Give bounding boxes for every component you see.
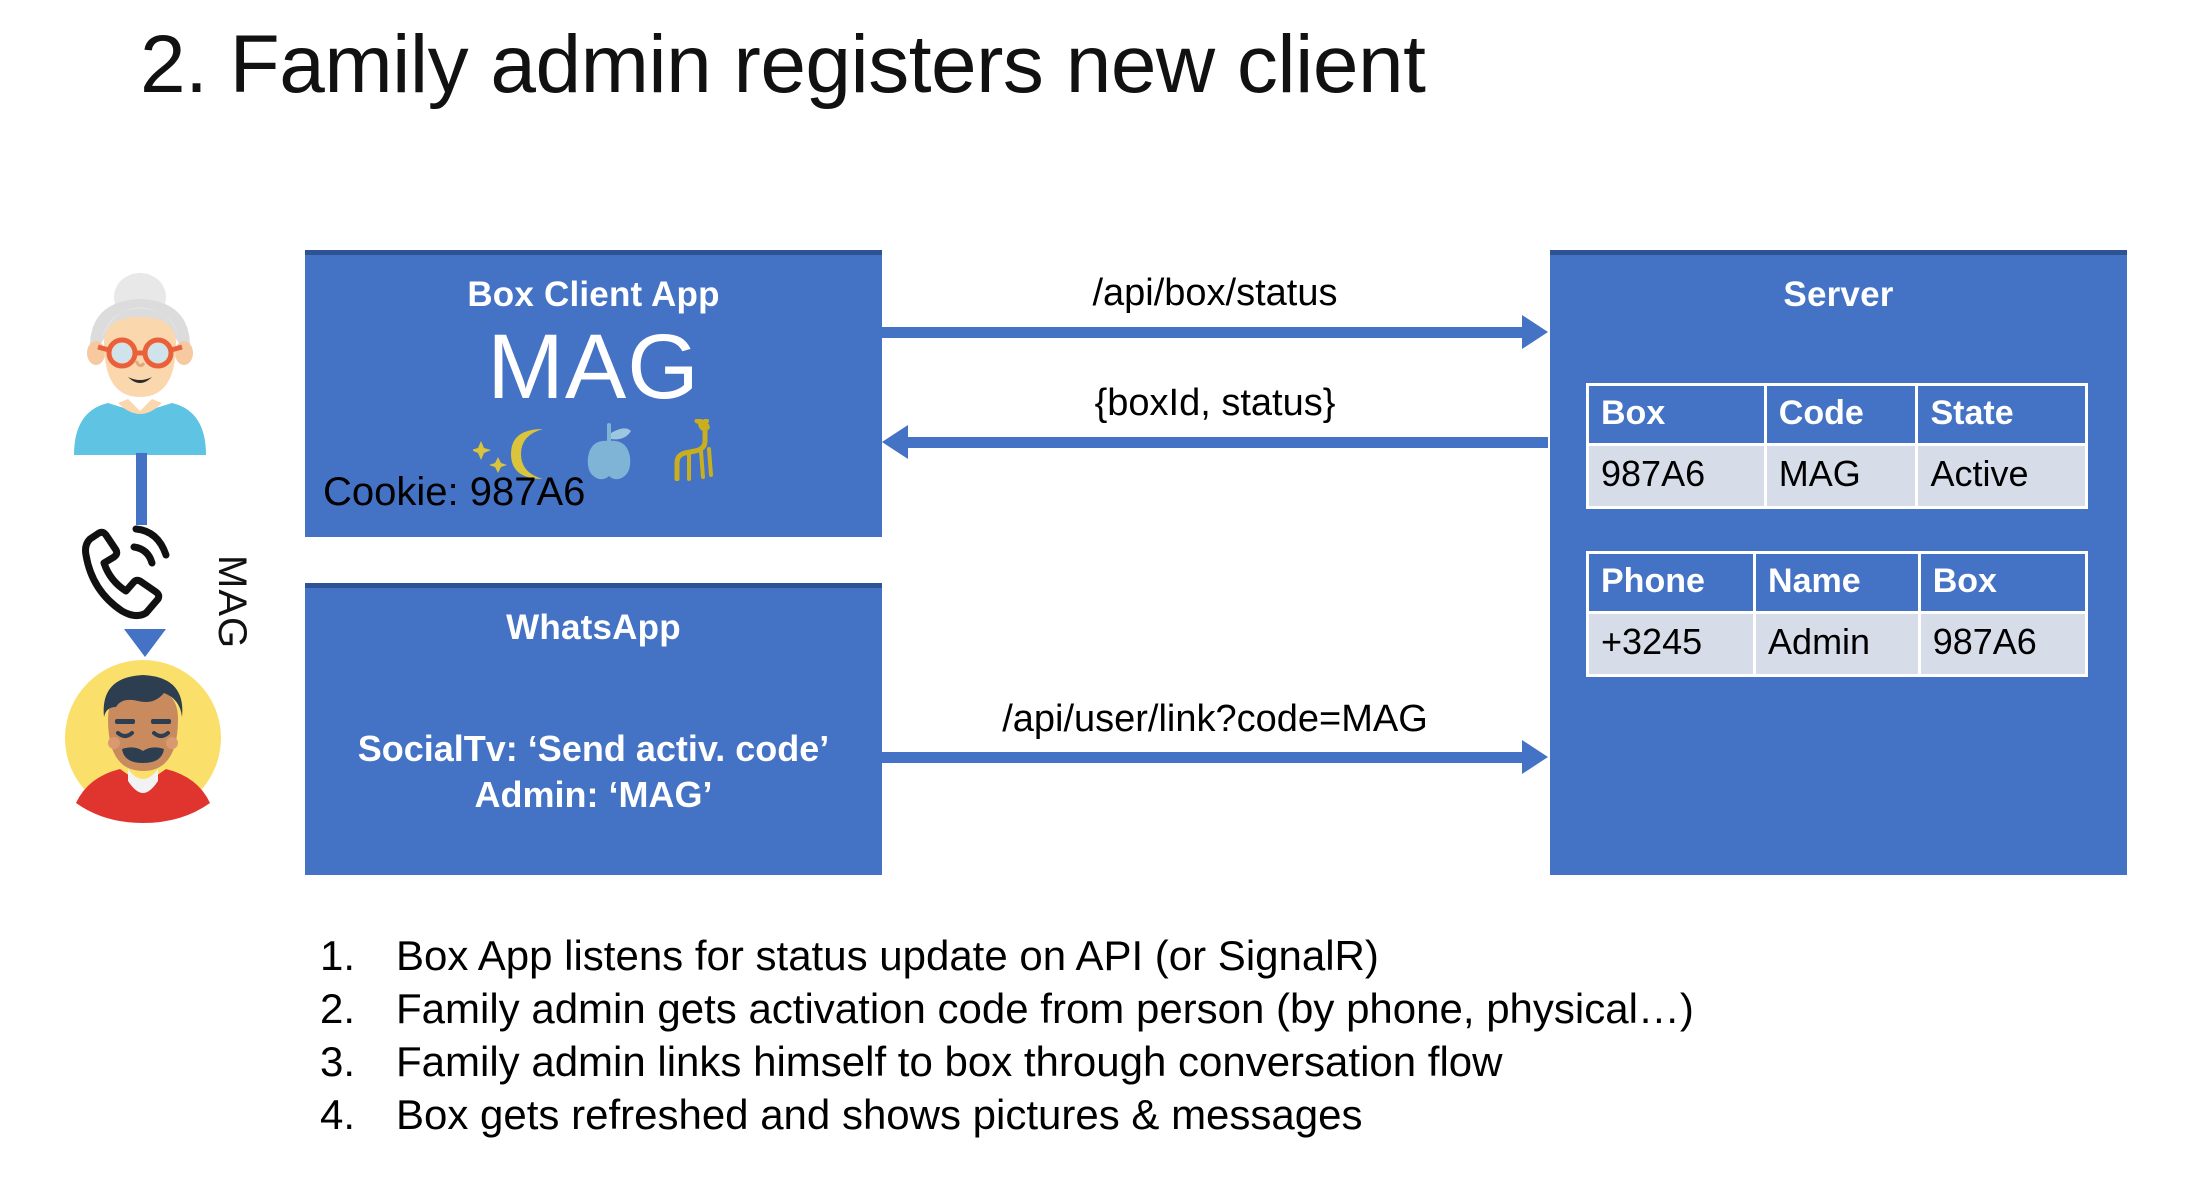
step-number: 2. — [320, 984, 356, 1032]
down-arrow-icon — [124, 629, 166, 657]
table-row: +3245 Admin 987A6 — [1589, 614, 2085, 674]
whatsapp-conversation: SocialTv: ‘Send activ. code’ Admin: ‘MAG… — [305, 726, 882, 818]
step-text: Family admin gets activation code from p… — [396, 984, 1694, 1032]
column-header-box: Box — [1920, 554, 2085, 611]
arrow-label-boxid-status: {boxId, status} — [1094, 382, 1336, 424]
table-user: Phone Name Box +3245 Admin 987A6 — [1586, 551, 2088, 677]
step-text: Box gets refreshed and shows pictures & … — [396, 1090, 1363, 1138]
panel-server[interactable]: Server Box Code State 987A6 MAG Active P… — [1550, 250, 2127, 875]
cell-state: Active — [1918, 446, 2085, 506]
list-item: 4. Box gets refreshed and shows pictures… — [320, 1089, 2120, 1142]
step-number: 1. — [320, 932, 356, 979]
table-box: Box Code State 987A6 MAG Active — [1586, 383, 2088, 509]
table-header-row: Box Code State — [1589, 386, 2085, 443]
step-text: Box App listens for status update on API… — [396, 932, 1379, 979]
panel-whatsapp[interactable]: WhatsApp SocialTv: ‘Send activ. code’ Ad… — [305, 583, 882, 875]
list-item: 2. Family admin gets activation code fro… — [320, 983, 2120, 1036]
cell-box: 987A6 — [1920, 614, 2085, 674]
cell-name: Admin — [1756, 614, 1918, 674]
page-title: 2. Family admin registers new client — [140, 19, 1426, 110]
arrow-head-left-icon — [882, 425, 908, 459]
apple-icon — [587, 423, 631, 480]
panel-title: Server — [1783, 275, 1894, 314]
box-client-code: MAG — [487, 316, 700, 418]
column-header-state: State — [1918, 386, 2085, 443]
step-number: 3. — [320, 1037, 356, 1085]
arrow-head-right-icon — [1522, 740, 1548, 774]
cell-phone: +3245 — [1589, 614, 1754, 674]
list-item: 1. Box App listens for status update on … — [320, 930, 2120, 983]
connector-line — [136, 453, 147, 525]
column-header-phone: Phone — [1589, 554, 1754, 611]
table-row: 987A6 MAG Active — [1589, 446, 2085, 506]
arrow-label-api-box-status: /api/box/status — [1092, 272, 1338, 314]
column-header-name: Name — [1756, 554, 1918, 611]
moon-stars-icon — [472, 429, 543, 479]
table-header-row: Phone Name Box — [1589, 554, 2085, 611]
steps-list: 1. Box App listens for status update on … — [320, 930, 2120, 1142]
step-number: 4. — [320, 1090, 356, 1138]
actor-column: MAG — [52, 265, 282, 825]
whatsapp-message-1: SocialTv: ‘Send activ. code’ — [357, 728, 830, 769]
ringing-phone-icon — [82, 525, 170, 620]
whatsapp-message-2: Admin: ‘MAG’ — [474, 774, 713, 816]
cell-box: 987A6 — [1589, 446, 1764, 506]
giraffe-icon — [674, 419, 713, 481]
panel-title: WhatsApp — [506, 608, 681, 647]
arrow-line-user-link — [882, 752, 1522, 763]
arrow-head-right-icon — [1522, 315, 1548, 349]
panel-box-client-app[interactable]: Box Client App MAG Cookie: 987A6 — [305, 250, 882, 537]
step-text: Family admin links himself to box throug… — [396, 1037, 1503, 1085]
column-header-box: Box — [1589, 386, 1764, 443]
list-item: 3. Family admin links himself to box thr… — [320, 1036, 2120, 1089]
cookie-label: Cookie: 987A6 — [323, 470, 586, 514]
arrow-label-api-user-link: /api/user/link?code=MAG — [1002, 698, 1428, 740]
panel-title: Box Client App — [467, 275, 720, 314]
arrow-line-request — [882, 327, 1522, 338]
box-client-icon-row — [305, 419, 882, 481]
elderly-woman-avatar — [74, 273, 206, 455]
cell-code: MAG — [1766, 446, 1916, 506]
column-header-code: Code — [1766, 386, 1916, 443]
arrow-line-response — [908, 437, 1548, 448]
man-avatar — [65, 660, 221, 823]
